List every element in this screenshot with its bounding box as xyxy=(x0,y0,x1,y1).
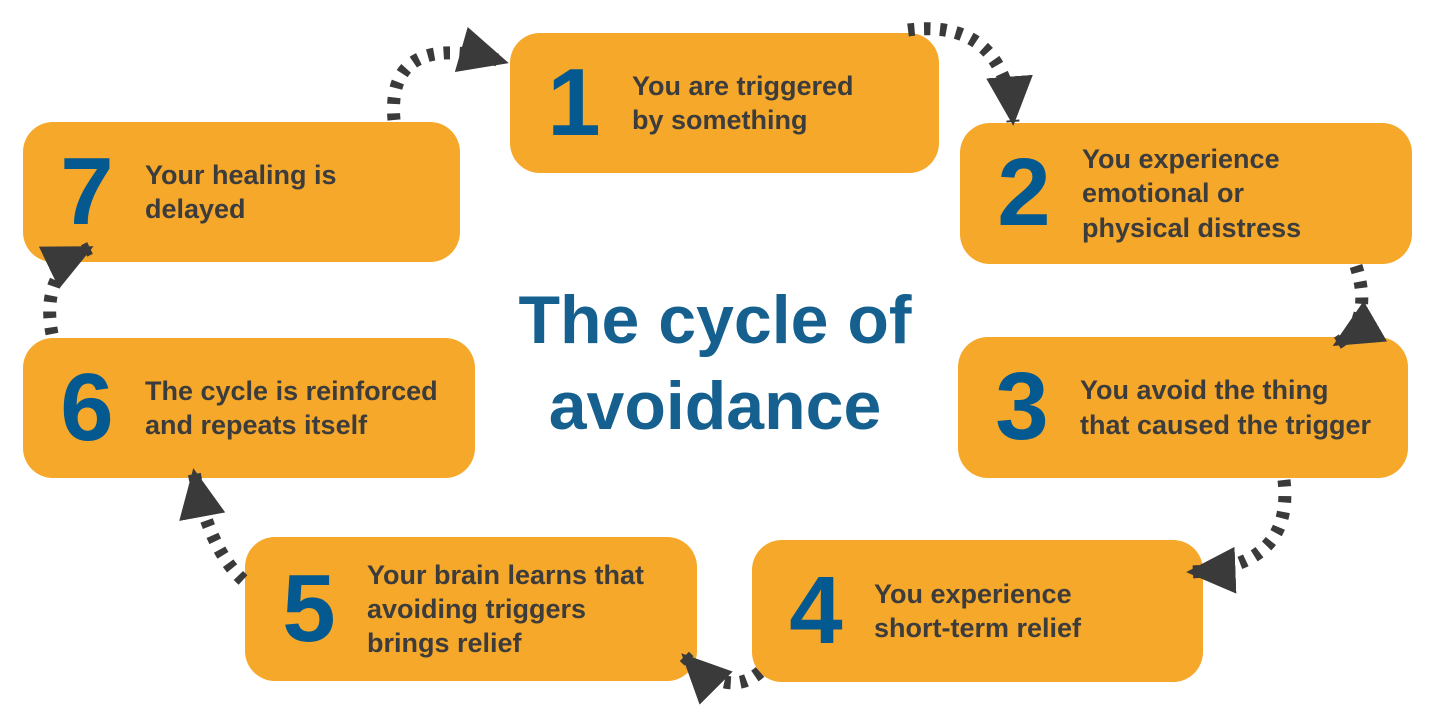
arrow-5-to-6-icon xyxy=(179,468,248,585)
step-text-7: Your healing is delayed xyxy=(145,159,337,224)
step-box-6: 6 The cycle is reinforced and repeats it… xyxy=(23,338,475,478)
step-box-1: 1 You are triggered by something xyxy=(510,33,939,173)
step-box-2: 2 You experience emotional or physical d… xyxy=(960,123,1412,264)
step-box-7: 7 Your healing is delayed xyxy=(23,122,460,262)
arrow-7-to-1-icon xyxy=(387,27,509,121)
step-number-5: 5 xyxy=(282,554,336,662)
step-number-6: 6 xyxy=(60,353,114,461)
arrow-3-to-4-icon xyxy=(1186,479,1292,594)
step-text-3: You avoid the thing that caused the trig… xyxy=(1080,375,1372,440)
step-box-5: 5 Your brain learns that avoiding trigge… xyxy=(245,537,697,681)
step-box-4: 4 You experience short-term relief xyxy=(752,540,1203,682)
step-number-2: 2 xyxy=(997,139,1051,247)
step-text-6: The cycle is reinforced and repeats itse… xyxy=(145,375,438,440)
step-box-3: 3 You avoid the thing that caused the tr… xyxy=(958,337,1408,478)
step-text-2: You experience emotional or physical dis… xyxy=(1082,144,1302,243)
step-number-3: 3 xyxy=(995,353,1049,461)
diagram-title: The cycle of avoidance xyxy=(518,282,912,444)
step-text-4: You experience short-term relief xyxy=(874,578,1082,643)
step-number-4: 4 xyxy=(789,556,843,664)
arrow-2-to-3-icon xyxy=(1332,264,1388,350)
step-number-1: 1 xyxy=(547,48,601,156)
step-text-1: You are triggered by something xyxy=(632,70,854,135)
step-text-5: Your brain learns that avoiding triggers… xyxy=(367,559,645,659)
step-number-7: 7 xyxy=(60,137,114,245)
